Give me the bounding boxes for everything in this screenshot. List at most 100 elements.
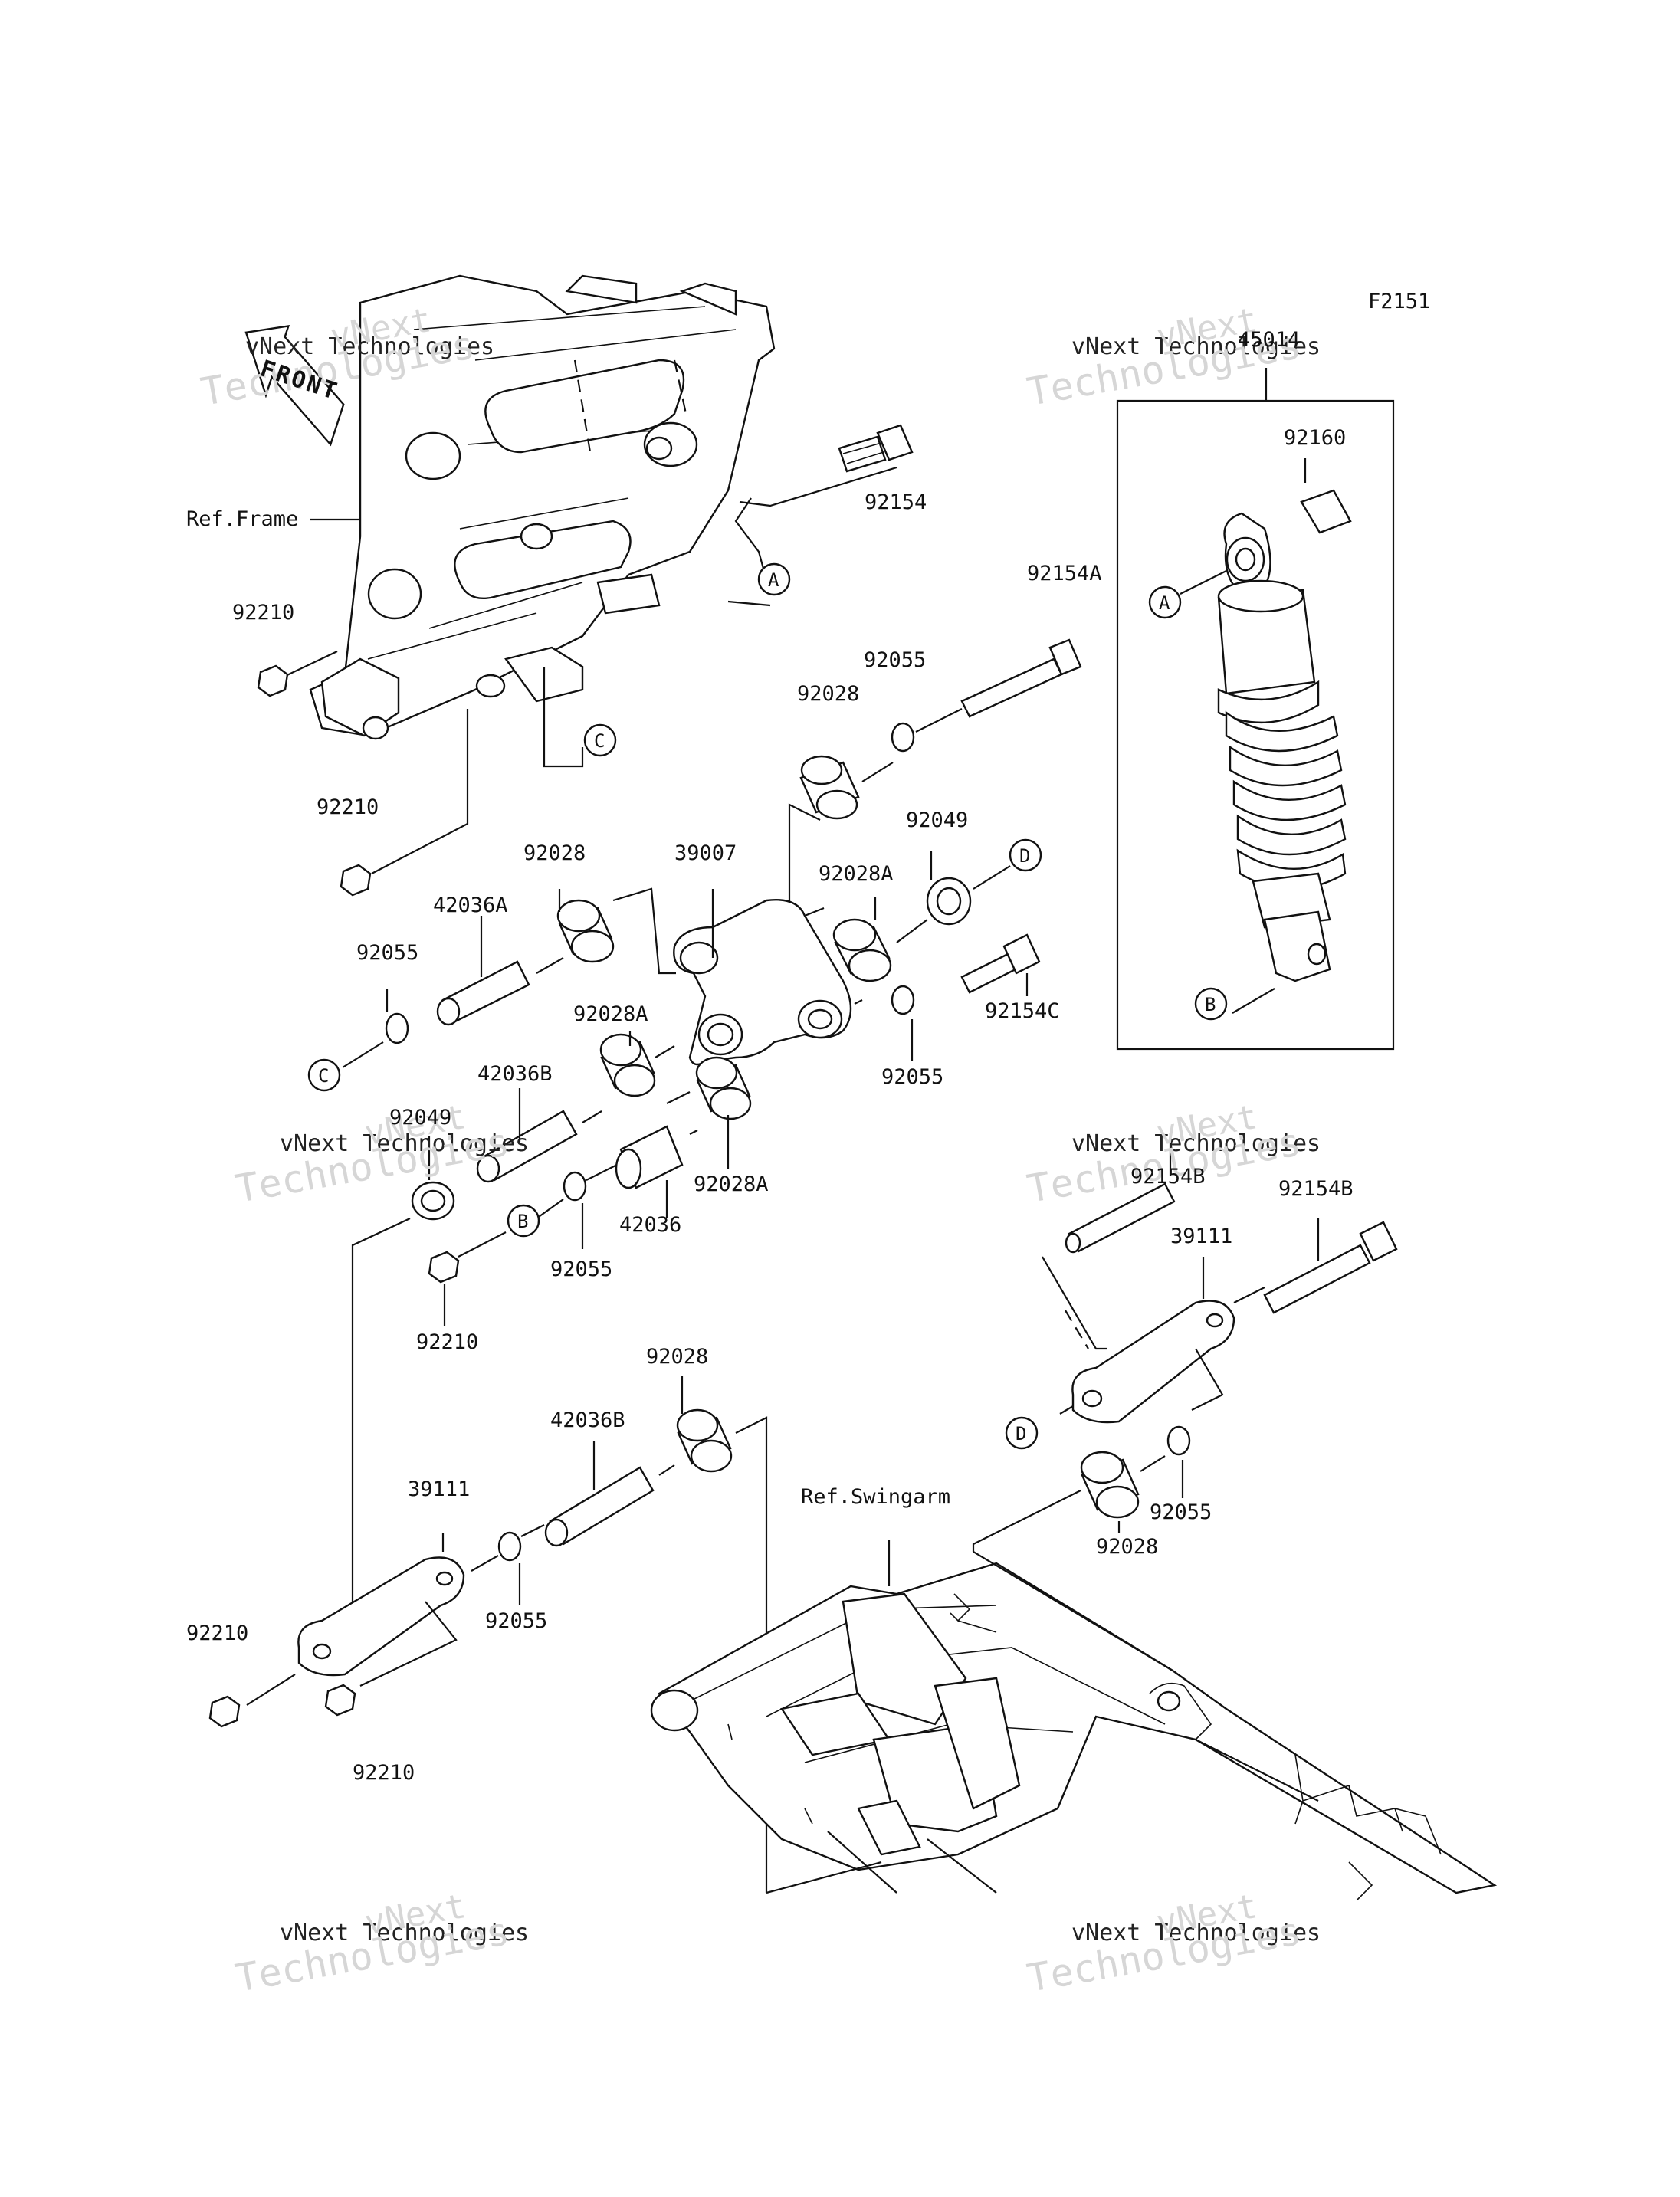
bushing-92028-upper xyxy=(799,755,860,820)
oring-92055-lower xyxy=(563,1171,587,1202)
bushing-92028-lower xyxy=(676,1408,733,1473)
bushing-92028A-center xyxy=(599,1033,656,1097)
watermark-3: vNext vNext Technologies Technologies xyxy=(232,1097,530,1212)
nut-92210-1 xyxy=(257,664,289,697)
part-label-42036B-2: 42036B xyxy=(550,1408,625,1432)
part-label-92210-4: 92210 xyxy=(186,1622,249,1645)
part-label-92055-4: 92055 xyxy=(550,1258,613,1281)
ref-frame-label: Ref.Frame xyxy=(186,507,299,531)
part-label-92028-4: 92028 xyxy=(1096,1535,1159,1559)
callout-D-upper: D xyxy=(1009,838,1042,872)
watermark-6: vNext vNext Technologies Technologies xyxy=(1024,1887,1321,2001)
collar-42036 xyxy=(615,1125,684,1189)
part-label-92055-5: 92055 xyxy=(1150,1500,1212,1524)
part-label-92154B-2: 92154B xyxy=(1278,1177,1354,1201)
callout-D-lower: D xyxy=(1005,1416,1039,1450)
part-label-92028-3: 92028 xyxy=(646,1345,709,1369)
part-label-92154C: 92154C xyxy=(985,999,1060,1023)
part-label-92028A-3: 92028A xyxy=(694,1172,769,1196)
watermark-4: vNext vNext Technologies Technologies xyxy=(1024,1097,1321,1212)
sleeve-42036B-lower xyxy=(544,1466,655,1547)
nut-92210-4 xyxy=(208,1695,241,1728)
callout-A-shock: A xyxy=(1148,585,1182,619)
bushing-92028-left xyxy=(556,899,615,963)
tie-rod-39111-right xyxy=(1071,1300,1235,1424)
callout-B-lower: B xyxy=(507,1204,540,1238)
part-label-92210-5: 92210 xyxy=(353,1761,415,1785)
watermark-1: vNext vNext Technologies Technologies xyxy=(198,300,495,415)
oring-92055-right xyxy=(891,985,915,1015)
callout-C-frame: C xyxy=(583,723,617,757)
bushing-92028-right xyxy=(1080,1451,1140,1519)
svg-text:D: D xyxy=(1019,845,1030,867)
part-label-92028-1: 92028 xyxy=(797,682,860,706)
part-label-39111-2: 39111 xyxy=(408,1477,471,1501)
part-label-92055-3: 92055 xyxy=(881,1065,944,1089)
sleeve-42036B-upper xyxy=(476,1110,578,1183)
shock-box xyxy=(1116,399,1395,1051)
watermark-line2: vNext Technologies xyxy=(1071,333,1321,360)
bolt-92154B-upper xyxy=(1065,1182,1176,1254)
shock-absorber xyxy=(1217,512,1347,982)
frame-drawing xyxy=(309,274,776,740)
part-label-92049-1: 92049 xyxy=(906,808,969,832)
callout-C-lower: C xyxy=(307,1058,341,1092)
svg-text:B: B xyxy=(517,1211,528,1232)
svg-text:A: A xyxy=(768,569,779,591)
watermark-5: vNext vNext Technologies Technologies xyxy=(232,1887,530,2001)
rocker-39007 xyxy=(673,899,852,1066)
part-label-92028-2: 92028 xyxy=(523,841,586,865)
callout-B-shock: B xyxy=(1194,987,1228,1021)
front-arrow-sign xyxy=(244,324,345,447)
part-label-92028A-1: 92028A xyxy=(819,862,894,886)
washer-92049-left xyxy=(411,1181,455,1221)
part-label-92154A: 92154A xyxy=(1027,562,1102,585)
oring-92055-swing xyxy=(1166,1425,1191,1456)
swingarm-drawing xyxy=(650,1562,1498,1901)
callout-A-frame: A xyxy=(757,562,791,596)
part-label-42036B-1: 42036B xyxy=(477,1062,553,1086)
nut-92210-5 xyxy=(324,1684,356,1717)
part-label-92160: 92160 xyxy=(1284,426,1347,450)
bolt-92154C xyxy=(960,933,1041,994)
svg-text:A: A xyxy=(1159,592,1170,614)
part-label-92049-2: 92049 xyxy=(389,1106,452,1130)
watermark-line2: vNext Technologies xyxy=(245,333,495,360)
svg-text:D: D xyxy=(1016,1423,1026,1444)
shock-box-label: 45014 xyxy=(1238,328,1301,352)
bolt-92154A xyxy=(915,638,1082,733)
part-label-39111-1: 39111 xyxy=(1170,1225,1233,1248)
part-label-42036A: 42036A xyxy=(433,894,508,917)
part-label-39007: 39007 xyxy=(674,841,737,865)
part-label-92055-1: 92055 xyxy=(864,648,927,672)
part-label-42036: 42036 xyxy=(619,1213,682,1237)
watermark-2: vNext vNext Technologies Technologies xyxy=(1024,300,1321,415)
svg-text:C: C xyxy=(318,1065,329,1087)
part-label-92210-3: 92210 xyxy=(416,1330,479,1354)
part-label-92028A-2: 92028A xyxy=(573,1002,648,1026)
collar-92160 xyxy=(1300,489,1352,534)
washer-92049-right xyxy=(926,877,972,926)
part-label-92210-1: 92210 xyxy=(232,601,295,625)
nut-92210-2 xyxy=(340,864,372,897)
figure-code: F2151 xyxy=(1368,290,1431,313)
oring-92055-bottom xyxy=(497,1531,522,1562)
ref-swingarm-label: Ref.Swingarm xyxy=(801,1485,951,1509)
watermark-line2: vNext Technologies xyxy=(280,1130,530,1157)
oring-92055-upper xyxy=(891,722,915,753)
part-label-92055-2: 92055 xyxy=(356,941,419,965)
svg-text:B: B xyxy=(1205,994,1216,1015)
sleeve-42036A xyxy=(436,960,530,1026)
svg-text:C: C xyxy=(594,730,605,752)
watermark-line2: vNext Technologies xyxy=(1071,1130,1321,1157)
part-label-92154: 92154 xyxy=(865,490,927,514)
bolt-92154 xyxy=(838,424,914,473)
watermark-line2: vNext Technologies xyxy=(280,1920,530,1946)
part-label-92210-2: 92210 xyxy=(317,795,379,819)
nut-92210-3 xyxy=(428,1251,460,1284)
oring-92055-left xyxy=(385,1012,409,1044)
part-label-92055-6: 92055 xyxy=(485,1609,548,1633)
part-label-92154B-1: 92154B xyxy=(1130,1165,1206,1189)
